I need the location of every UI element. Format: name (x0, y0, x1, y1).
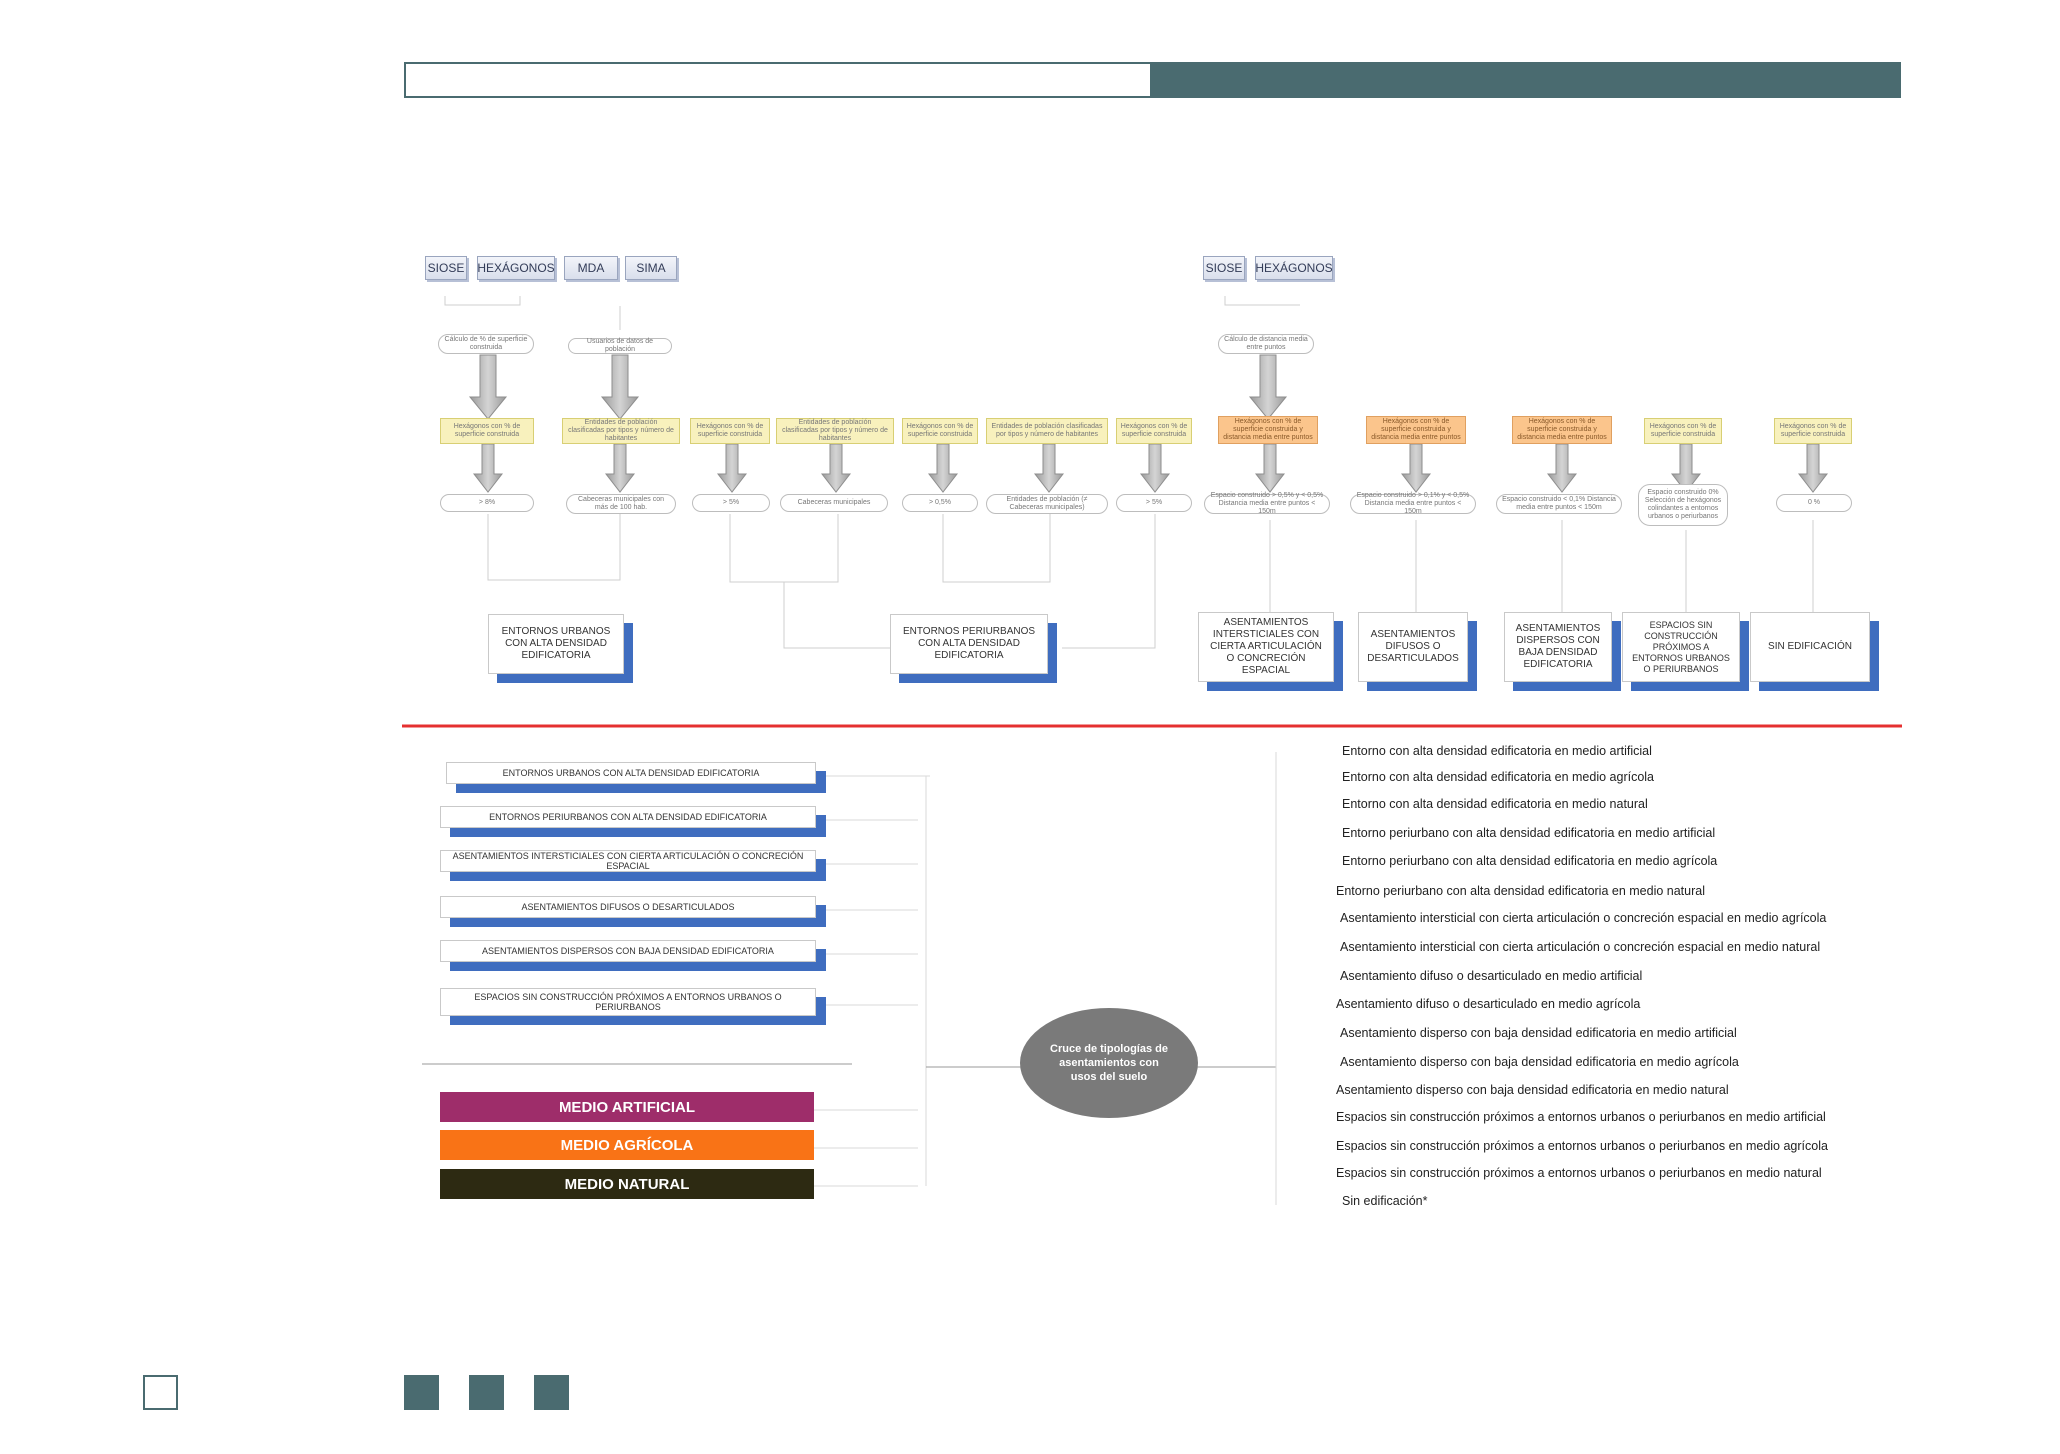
arrow-down-icon (600, 354, 640, 420)
result-box-entornos-periurbanos: ENTORNOS PERIURBANOS CON ALTA DENSIDAD E… (890, 614, 1048, 674)
arrow-down-icon (468, 354, 508, 420)
process-box: Hexágonos con % de superficie construida… (1218, 416, 1318, 444)
source-tag-hexagonos: HEXÁGONOS (477, 256, 555, 280)
source-tag-sima: SIMA (625, 256, 677, 280)
list-item: Asentamiento intersticial con cierta art… (1340, 940, 1821, 954)
arrow-down-icon (472, 443, 504, 493)
arrow-down-icon (716, 443, 748, 493)
result-box-entornos-urbanos: ENTORNOS URBANOS CON ALTA DENSIDAD EDIFI… (488, 614, 624, 674)
criteria-oval: > 8% (440, 494, 534, 512)
arrow-down-icon (1248, 354, 1288, 420)
process-box: Hexágonos con % de superficie construida (440, 418, 534, 444)
list-item: Entorno con alta densidad edificatoria e… (1342, 744, 1652, 758)
criteria-oval: Espacio construido > 0,1% y < 0,5% Dista… (1350, 492, 1476, 515)
result-box-sin-edificacion: SIN EDIFICACIÓN (1750, 612, 1870, 682)
process-box: Hexágonos con % de superficie construida (902, 418, 978, 444)
process-box: Hexágonos con % de superficie construida… (1512, 416, 1612, 444)
arrow-down-icon (1139, 443, 1171, 493)
list-item: Asentamiento disperso con baja densidad … (1340, 1026, 1737, 1040)
header-bar-filled (1152, 62, 1901, 98)
arrow-down-icon (1254, 443, 1286, 493)
footer-square (534, 1375, 569, 1410)
arrow-down-icon (1400, 443, 1432, 493)
process-oval: Cálculo de % de superficie construida (438, 334, 534, 354)
header-bar-outline (404, 62, 1152, 98)
footer-square-outline (143, 1375, 178, 1410)
category-box: ENTORNOS PERIURBANOS CON ALTA DENSIDAD E… (440, 806, 816, 828)
process-box: Hexágonos con % de superficie construida (690, 418, 770, 444)
list-item: Espacios sin construcción próximos a ent… (1336, 1139, 1828, 1153)
result-box-asentamientos-intersticiales: ASENTAMIENTOS INTERSTICIALES CON CIERTA … (1198, 612, 1334, 682)
arrow-down-icon (1546, 443, 1578, 493)
process-box: Entidades de población clasificadas por … (776, 418, 894, 444)
process-oval: Cálculo de distancia media entre puntos (1218, 334, 1314, 354)
footer-square (404, 1375, 439, 1410)
list-item: Asentamiento difuso o desarticulado en m… (1336, 997, 1641, 1011)
arrow-down-icon (1033, 443, 1065, 493)
footer-square (469, 1375, 504, 1410)
criteria-oval: Espacio construido > 0,5% y < 0,5% Dista… (1204, 492, 1330, 515)
criteria-oval: > 5% (1116, 494, 1192, 512)
list-item: Asentamiento intersticial con cierta art… (1340, 911, 1827, 925)
criteria-oval: Cabeceras municipales con más de 100 hab… (566, 494, 676, 514)
category-box: ASENTAMIENTOS INTERSTICIALES CON CIERTA … (440, 850, 816, 872)
cruce-ellipse: Cruce de tipologías de asentamientos con… (1020, 1008, 1198, 1118)
category-box: ENTORNOS URBANOS CON ALTA DENSIDAD EDIFI… (446, 762, 816, 784)
arrow-down-icon (604, 443, 636, 493)
arrow-down-icon (1797, 443, 1829, 493)
process-box: Entidades de población clasificadas por … (986, 418, 1108, 444)
process-box: Hexágonos con % de superficie construida (1116, 418, 1192, 444)
process-box: Hexágonos con % de superficie construida (1774, 418, 1852, 444)
criteria-oval: 0 % (1776, 494, 1852, 512)
result-box-asentamientos-difusos: ASENTAMIENTOS DIFUSOS O DESARTICULADOS (1358, 612, 1468, 682)
process-box: Hexágonos con % de superficie construida (1644, 418, 1722, 444)
criteria-oval: Espacio construido < 0,1% Distancia medi… (1496, 494, 1622, 514)
source-tag-hexagonos: HEXÁGONOS (1255, 256, 1333, 280)
source-tag-siose: SIOSE (425, 256, 467, 280)
medio-natural-bar: MEDIO NATURAL (440, 1169, 814, 1199)
arrow-down-icon (927, 443, 959, 493)
criteria-oval: > 0,5% (902, 494, 978, 512)
medio-artificial-bar: MEDIO ARTIFICIAL (440, 1092, 814, 1122)
source-tag-mda: MDA (564, 256, 618, 280)
list-item: Entorno con alta densidad edificatoria e… (1342, 797, 1648, 811)
category-box: ESPACIOS SIN CONSTRUCCIÓN PRÓXIMOS A ENT… (440, 988, 816, 1016)
source-tag-siose: SIOSE (1203, 256, 1245, 280)
result-box-espacios-sin-construccion: ESPACIOS SIN CONSTRUCCIÓN PRÓXIMOS A ENT… (1622, 612, 1740, 682)
category-box: ASENTAMIENTOS DIFUSOS O DESARTICULADOS (440, 896, 816, 918)
criteria-oval: Espacio construido 0% Selección de hexág… (1638, 484, 1728, 526)
result-box-asentamientos-dispersos: ASENTAMIENTOS DISPERSOS CON BAJA DENSIDA… (1504, 612, 1612, 682)
criteria-oval: Cabeceras municipales (780, 494, 888, 512)
list-item: Asentamiento disperso con baja densidad … (1336, 1083, 1729, 1097)
list-item: Espacios sin construcción próximos a ent… (1336, 1166, 1822, 1180)
medio-agricola-bar: MEDIO AGRÍCOLA (440, 1130, 814, 1160)
list-item: Asentamiento disperso con baja densidad … (1340, 1055, 1739, 1069)
arrow-down-icon (1670, 443, 1702, 493)
list-item: Entorno periurbano con alta densidad edi… (1336, 884, 1705, 898)
list-item: Sin edificación* (1342, 1194, 1428, 1208)
list-item: Entorno con alta densidad edificatoria e… (1342, 770, 1655, 784)
process-box: Entidades de población clasificadas por … (562, 418, 680, 444)
process-box: Hexágonos con % de superficie construida… (1366, 416, 1466, 444)
arrow-down-icon (820, 443, 852, 493)
list-item: Espacios sin construcción próximos a ent… (1336, 1110, 1826, 1124)
criteria-oval: > 5% (692, 494, 770, 512)
category-box: ASENTAMIENTOS DISPERSOS CON BAJA DENSIDA… (440, 940, 816, 962)
criteria-oval: Entidades de población (≠ Cabeceras muni… (986, 494, 1108, 514)
list-item: Entorno periurbano con alta densidad edi… (1342, 854, 1718, 868)
list-item: Entorno periurbano con alta densidad edi… (1342, 826, 1716, 840)
process-oval: Usuarios de datos de población (568, 338, 672, 354)
list-item: Asentamiento difuso o desarticulado en m… (1340, 969, 1643, 983)
